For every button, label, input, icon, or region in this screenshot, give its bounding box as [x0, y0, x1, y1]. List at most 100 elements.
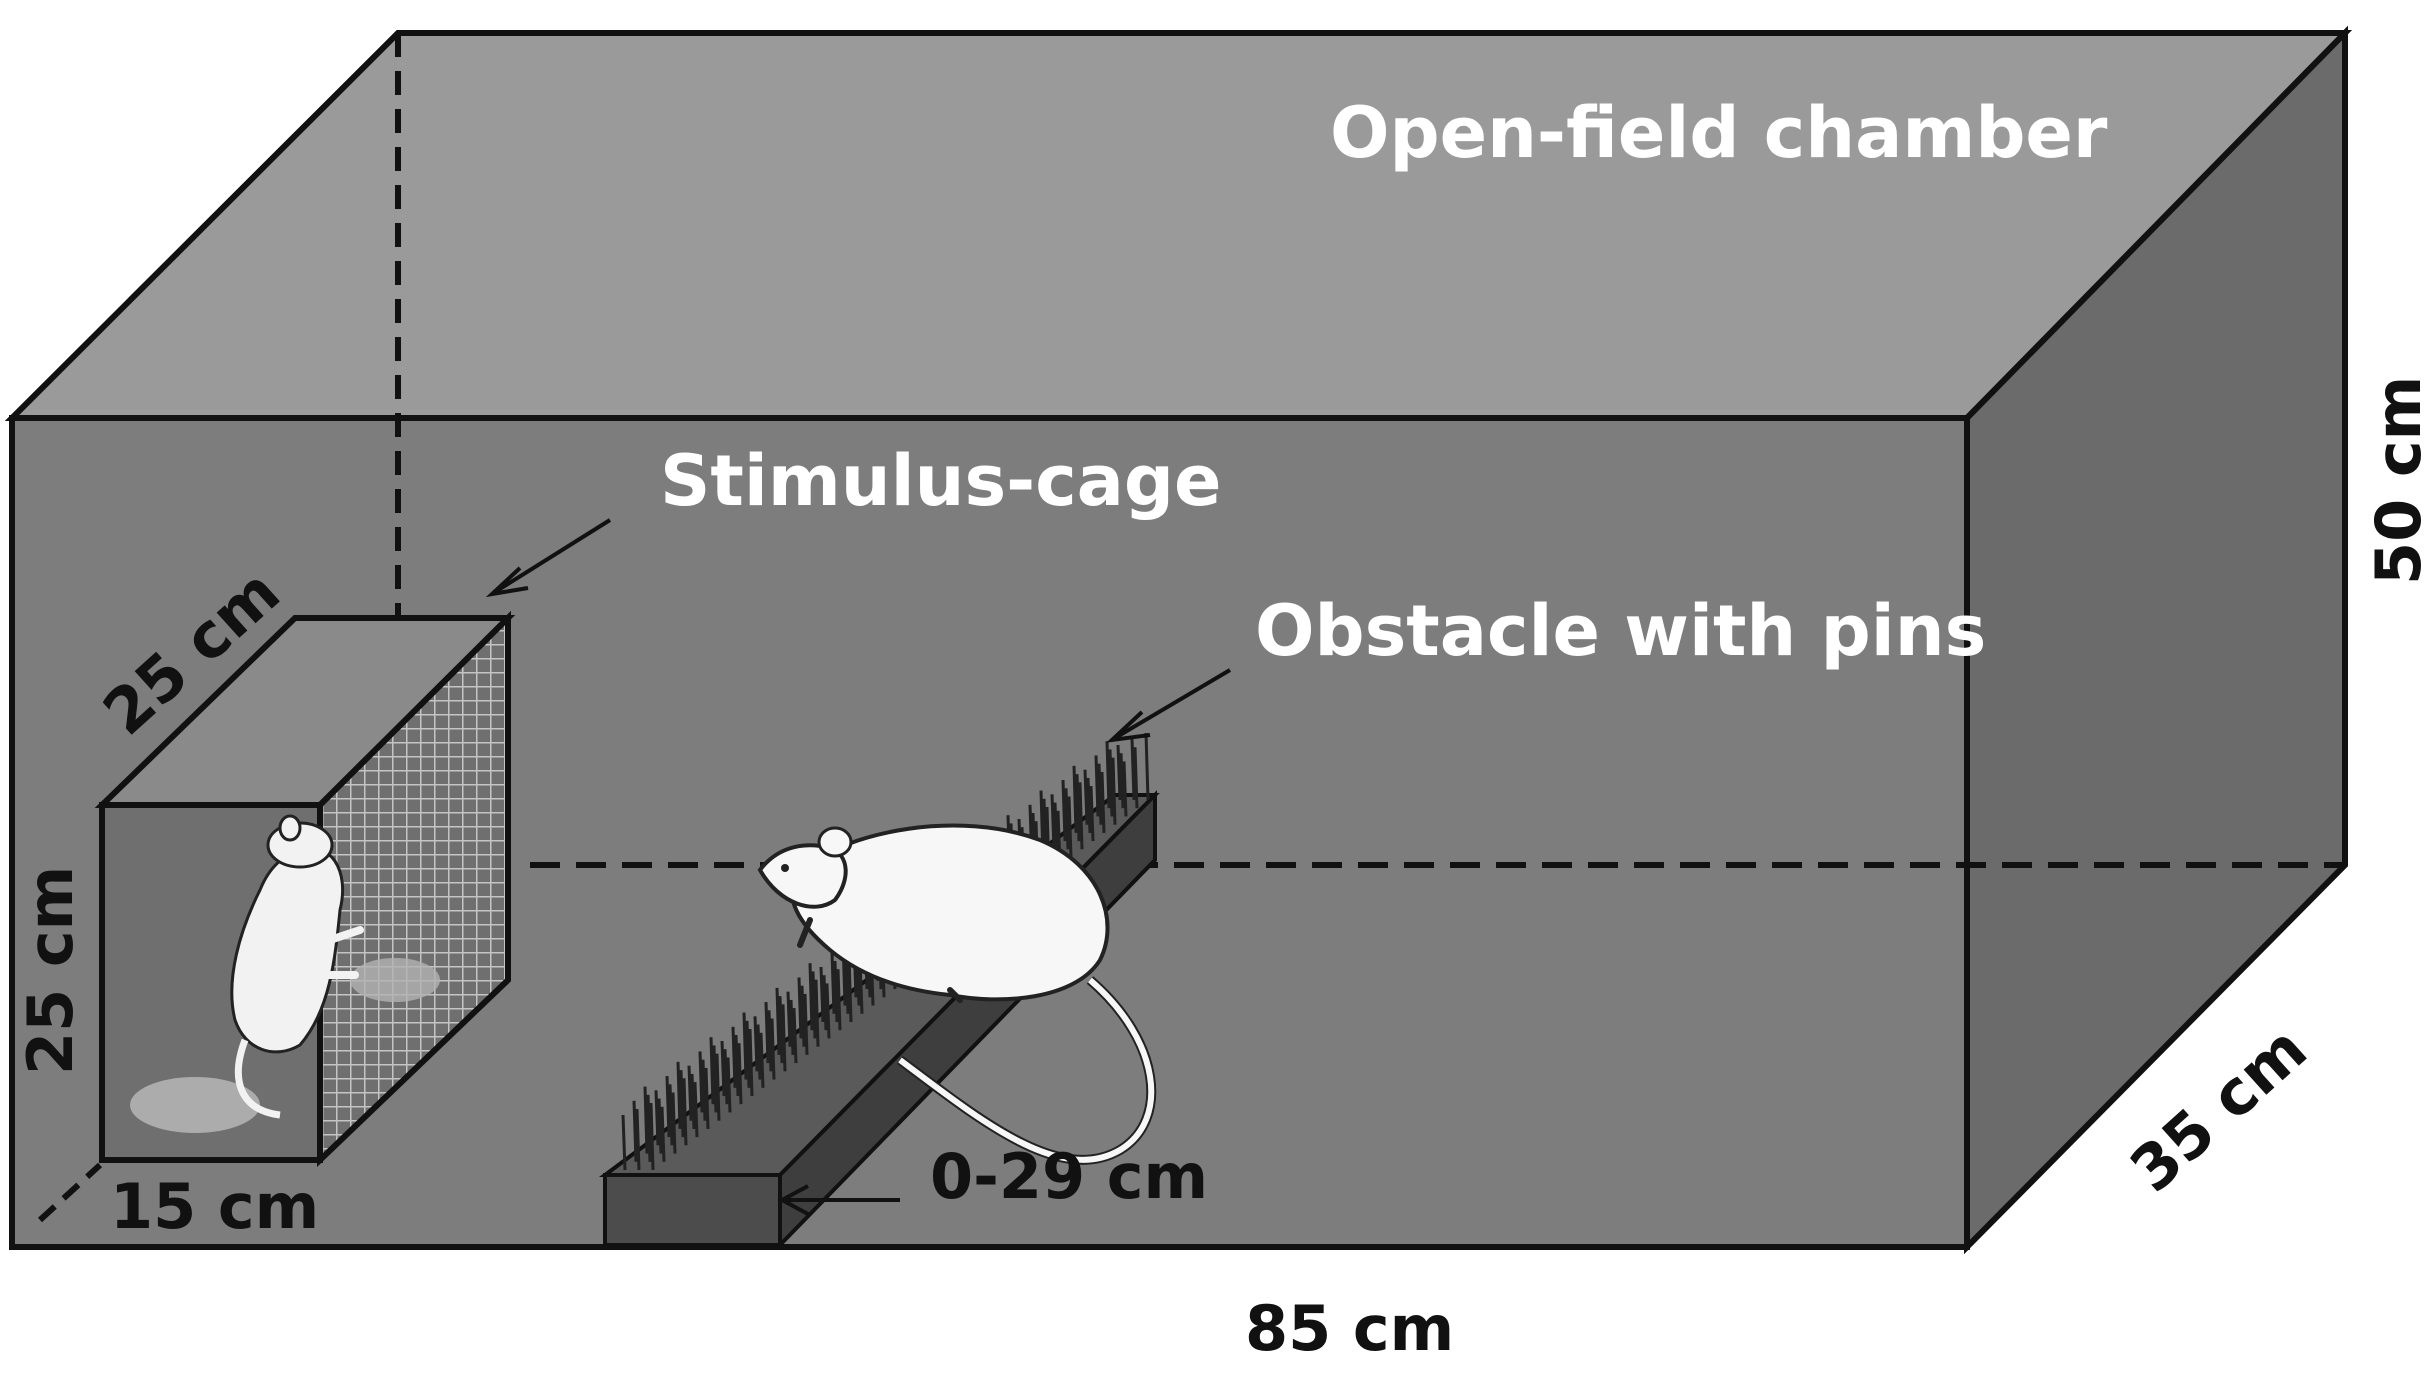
obstacle-arrow [1113, 668, 1232, 740]
obstacle-pin [781, 1004, 787, 1072]
obstacle-pin [819, 966, 825, 1023]
obstacle-pin [1061, 780, 1067, 842]
obstacle-pin [690, 1073, 696, 1129]
obstacle-pin [833, 960, 839, 1023]
chamber-top-face [4, 30, 2353, 421]
obstacle-pin [660, 1106, 666, 1162]
obstacle-pin [679, 1070, 685, 1138]
obstacle-pin [1067, 796, 1073, 858]
chamber-label: Open-field chamber [1330, 92, 2108, 174]
mesh-bedding [350, 958, 440, 1002]
obstacle-pin [1075, 774, 1081, 842]
obstacle-pin [1133, 747, 1139, 809]
caged-rat [230, 814, 364, 1119]
cage-side-dimension-label: 25 cm [14, 866, 87, 1075]
obstacle-pin [753, 1016, 759, 1072]
obstacle-pin [1100, 771, 1106, 833]
obstacle-distance-label: 0-29 cm [930, 1140, 1208, 1213]
obstacle-pin [836, 969, 842, 1031]
obstacle-pin [803, 993, 809, 1055]
obstacle-pin [723, 1049, 729, 1105]
obstacle-pin [1086, 777, 1092, 833]
obstacle-pin [698, 1051, 704, 1113]
obstacle-pin [767, 1010, 773, 1072]
stimulus-cage [94, 610, 516, 1168]
obstacle-pin [731, 1026, 737, 1088]
obstacle-pin [676, 1061, 682, 1129]
obstacle-pin [1078, 782, 1084, 850]
cage-bedding [130, 1077, 260, 1133]
obstacle-pin [814, 979, 820, 1047]
obstacle-pin [764, 1002, 770, 1064]
obstacle-pin [756, 1024, 762, 1080]
obstacle-pin [1064, 788, 1070, 850]
obstacle-pin [770, 1018, 776, 1080]
stimulus-cage-arrowhead [485, 566, 529, 598]
obstacle-pin [789, 999, 795, 1055]
stimulus-cage-arrow [493, 518, 612, 594]
obstacle-pin [1094, 755, 1100, 817]
obstacle-arrowhead [1106, 710, 1151, 743]
obstacle-pin [1119, 753, 1125, 809]
dimension-width-label: 85 cm [1245, 1292, 1454, 1365]
obstacle-pin [734, 1034, 740, 1097]
obstacle-pin [808, 963, 814, 1031]
obstacle-pin [712, 1045, 718, 1113]
obstacle-pin [792, 1008, 798, 1064]
obstacle-pin [1072, 765, 1078, 833]
obstacle-pin [649, 1102, 655, 1171]
obstacle-pin [621, 1114, 627, 1171]
obstacle-pin [1083, 769, 1089, 825]
obstacle-pin [737, 1043, 743, 1105]
obstacle-pin [704, 1067, 710, 1129]
arrows [485, 518, 1232, 1216]
obstacle-pin [775, 987, 781, 1055]
obstacle-pin [822, 975, 828, 1031]
obstacle-pin [632, 1100, 638, 1162]
obstacle-pin [748, 1028, 754, 1097]
obstacle-pin [830, 952, 836, 1014]
obstacle-pin [709, 1037, 715, 1105]
obstacle-pin [1116, 744, 1122, 801]
obstacle-pin [654, 1090, 660, 1146]
distance-arrowhead [777, 1184, 809, 1216]
obstacle-pin [778, 996, 784, 1064]
obstacle-label: Obstacle with pins [1255, 590, 1986, 672]
obstacle-pin [726, 1057, 732, 1113]
obstacle-pin [797, 977, 803, 1039]
obstacle-pin [825, 983, 831, 1039]
obstacle-front [603, 1173, 782, 1247]
hidden-edge-diagonal [37, 1162, 103, 1223]
obstacle-pin [1105, 741, 1111, 809]
obstacle-pin [682, 1078, 688, 1146]
obstacle-pin [1130, 738, 1136, 801]
obstacle-pin [1097, 763, 1103, 825]
obstacle-pin [1144, 732, 1150, 801]
dimension-height-label: 50 cm [2362, 376, 2435, 585]
obstacle-pin [635, 1108, 641, 1171]
obstacle-pin [646, 1094, 652, 1162]
obstacle-pin [1089, 786, 1095, 842]
obstacle-pin [742, 1012, 748, 1080]
obstacle-pin [715, 1053, 721, 1121]
obstacle-pin [1111, 757, 1117, 825]
obstacle-pin [786, 991, 792, 1047]
obstacle-pin [668, 1084, 674, 1146]
obstacle-pin [701, 1059, 707, 1121]
obstacle-pin [671, 1092, 677, 1154]
obstacle-pin [693, 1082, 699, 1138]
obstacle-pin [720, 1040, 726, 1097]
obstacle-pin [1122, 761, 1128, 817]
obstacle-pin [665, 1076, 671, 1138]
obstacle-pin [759, 1032, 765, 1088]
obstacle-pin [657, 1098, 663, 1154]
cage-bottom-dimension-label: 15 cm [110, 1170, 319, 1243]
obstacle-pin [643, 1086, 649, 1154]
obstacle-pin [1108, 749, 1114, 817]
obstacle-pin [1050, 794, 1056, 850]
obstacle-pin [745, 1020, 751, 1088]
obstacle-pin [687, 1065, 693, 1121]
obstacle-pin [811, 971, 817, 1039]
